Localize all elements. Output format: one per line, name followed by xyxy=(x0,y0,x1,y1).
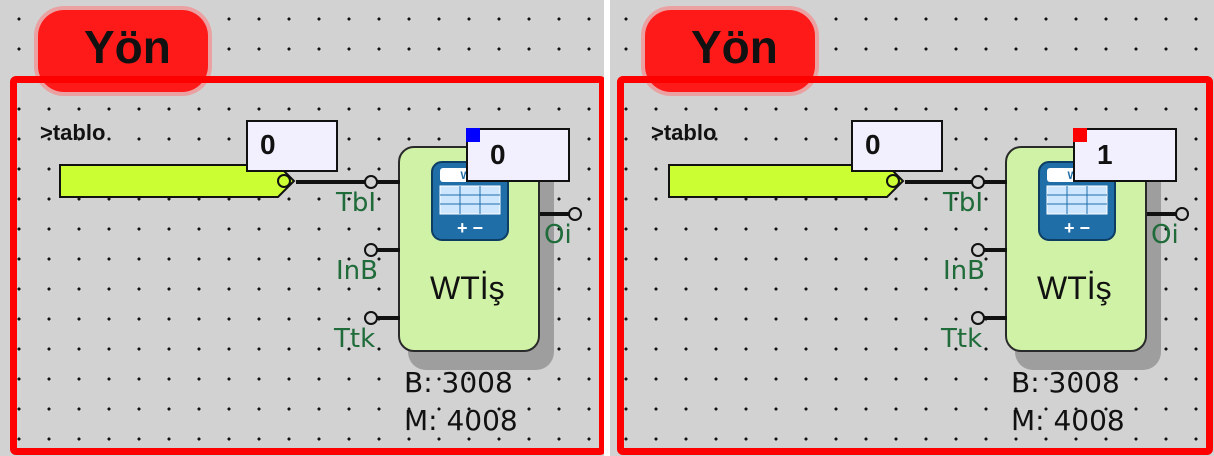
pin-label-tbi: TbI xyxy=(336,188,377,218)
tag-input-shape[interactable] xyxy=(667,163,907,199)
svg-text:+ −: + − xyxy=(457,218,483,238)
output-value-box[interactable]: 1 xyxy=(1073,128,1177,182)
pin-ttk[interactable] xyxy=(364,311,378,325)
pin-tbi[interactable] xyxy=(971,175,985,189)
group-frame[interactable] xyxy=(10,76,606,455)
pin-label-ttk: Ttk xyxy=(941,324,983,354)
svg-text:+ −: + − xyxy=(1064,218,1090,238)
pin-ttk[interactable] xyxy=(971,311,985,325)
pin-wire-ttk xyxy=(372,316,400,320)
pin-oi[interactable] xyxy=(568,207,582,221)
group-title: Yön xyxy=(84,21,171,73)
pin-label-inb: InB xyxy=(336,256,378,286)
pin-oi[interactable] xyxy=(1175,207,1189,221)
panel-left: Yön >tablo 0 WO + − WTİş TbI InB Ttk Oi xyxy=(0,0,607,456)
tag-name-label: >tablo xyxy=(651,120,717,145)
memory-b-label: B: 3008 xyxy=(1011,366,1120,399)
status-indicator-blue xyxy=(466,128,480,142)
pin-label-oi: Oi xyxy=(1151,220,1179,250)
group-title: Yön xyxy=(691,21,778,73)
tag-wire xyxy=(905,180,977,184)
block-name: WTİş xyxy=(1037,270,1112,306)
pin-wire-oi xyxy=(1147,212,1177,216)
input-value-box[interactable]: 0 xyxy=(851,120,943,172)
panel-divider xyxy=(604,0,610,456)
pin-wire-oi xyxy=(540,212,570,216)
pin-wire-inb xyxy=(372,248,400,252)
tag-wire xyxy=(296,180,368,184)
input-value-box[interactable]: 0 xyxy=(246,120,338,172)
pin-inb[interactable] xyxy=(971,243,985,257)
tag-input-shape[interactable] xyxy=(58,163,298,199)
memory-m-label: M: 4008 xyxy=(404,404,518,437)
output-value: 1 xyxy=(1097,139,1113,170)
block-name: WTİş xyxy=(430,270,505,306)
group-frame[interactable] xyxy=(617,76,1213,455)
output-value: 0 xyxy=(490,139,506,170)
pin-label-tbi: TbI xyxy=(943,188,984,218)
panel-right: Yön >tablo 0 WO + − WTİş TbI InB Ttk Oi xyxy=(607,0,1214,456)
pin-wire-ttk xyxy=(979,316,1007,320)
pin-inb[interactable] xyxy=(364,243,378,257)
pin-wire-inb xyxy=(979,248,1007,252)
pin-wire-tbi xyxy=(979,180,1007,184)
pin-tbi[interactable] xyxy=(364,175,378,189)
memory-b-label: B: 3008 xyxy=(404,366,513,399)
output-value-box[interactable]: 0 xyxy=(466,128,570,182)
pin-label-oi: Oi xyxy=(544,220,572,250)
tag-name-label: >tablo xyxy=(40,120,106,145)
pin-label-inb: InB xyxy=(943,256,985,286)
status-indicator-red xyxy=(1073,128,1087,142)
pin-wire-tbi xyxy=(372,180,400,184)
pin-label-ttk: Ttk xyxy=(334,324,376,354)
memory-m-label: M: 4008 xyxy=(1011,404,1125,437)
